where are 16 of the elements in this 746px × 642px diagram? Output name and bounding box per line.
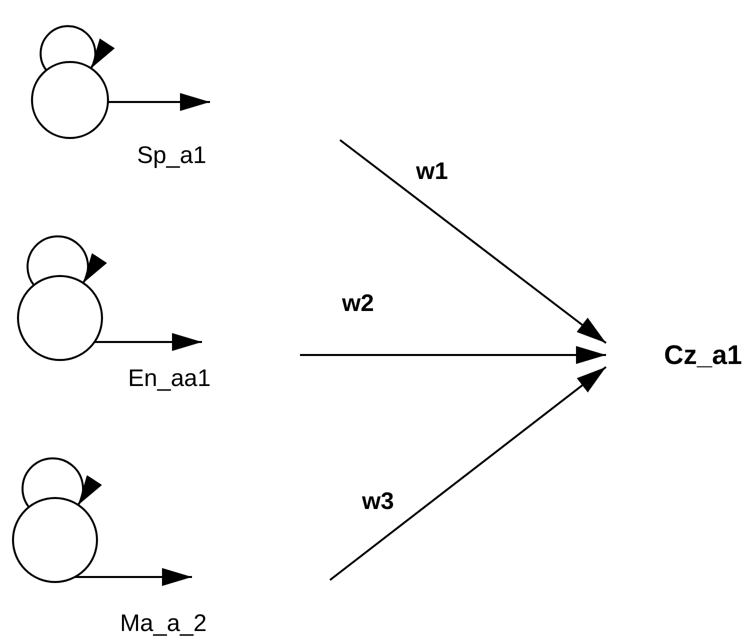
arrow — [108, 93, 210, 111]
self-loop-arrow — [26, 235, 106, 286]
output-node-label: Cz_a1 — [606, 336, 742, 374]
arrow — [74, 568, 192, 586]
arrow — [94, 333, 202, 351]
state-circle — [31, 61, 109, 139]
arrow — [339, 139, 607, 344]
self-loop-arrow — [40, 25, 114, 71]
arrow — [329, 366, 607, 581]
state-label: En_aa1 — [128, 365, 211, 393]
state-circle — [12, 497, 98, 583]
state-label: Ma_a_2 — [120, 610, 207, 638]
state-label: Sp_a1 — [137, 142, 206, 170]
arrow — [300, 346, 606, 364]
self-loop-arrow — [22, 457, 101, 508]
state-circle — [17, 275, 103, 361]
